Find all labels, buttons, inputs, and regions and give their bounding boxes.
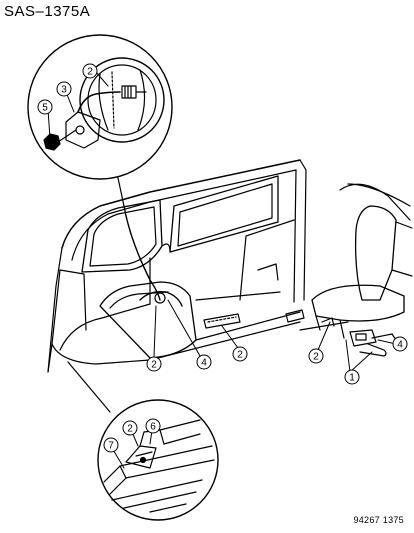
callout-4-main: 4: [196, 354, 212, 370]
callout-2-seat-label: 2: [313, 352, 319, 363]
callout-2-top-label: 2: [87, 67, 93, 78]
callout-7-label: 7: [108, 441, 114, 452]
callout-2-top: 2: [82, 63, 98, 79]
lower-detail-inset: [97, 399, 219, 521]
callout-3-top: 3: [56, 81, 72, 97]
callout-4-main-label: 4: [201, 358, 207, 369]
callout-5-top: 5: [37, 99, 53, 115]
callout-group: 2 3 5 2 4 2 2: [37, 63, 408, 453]
callout-5-label: 5: [42, 103, 48, 114]
callout-2-wheelwell: 2: [146, 356, 162, 372]
callout-6: 6: [145, 418, 161, 434]
van-body-outline: [47, 159, 307, 373]
figure-reference: 94267 1375: [353, 515, 404, 525]
callout-2-lower: 2: [122, 420, 138, 436]
diagram-code: SAS–1375A: [4, 3, 91, 20]
callout-6-label: 6: [150, 422, 156, 433]
callout-4-seat: 4: [392, 336, 408, 352]
upper-detail-inset: [27, 34, 173, 180]
callout-3-label: 3: [61, 85, 67, 96]
callout-2-wheelwell-label: 2: [151, 360, 157, 371]
callout-2-seat: 2: [308, 348, 324, 364]
callout-2-floor-label: 2: [237, 350, 243, 361]
callout-2-floor: 2: [232, 346, 248, 362]
callout-2-lower-label: 2: [127, 424, 133, 435]
callout-1-label: 1: [349, 373, 355, 384]
callout-4-seat-label: 4: [397, 340, 403, 351]
callout-1: 1: [344, 369, 360, 385]
callout-7: 7: [103, 437, 119, 453]
front-seat: [299, 183, 413, 357]
